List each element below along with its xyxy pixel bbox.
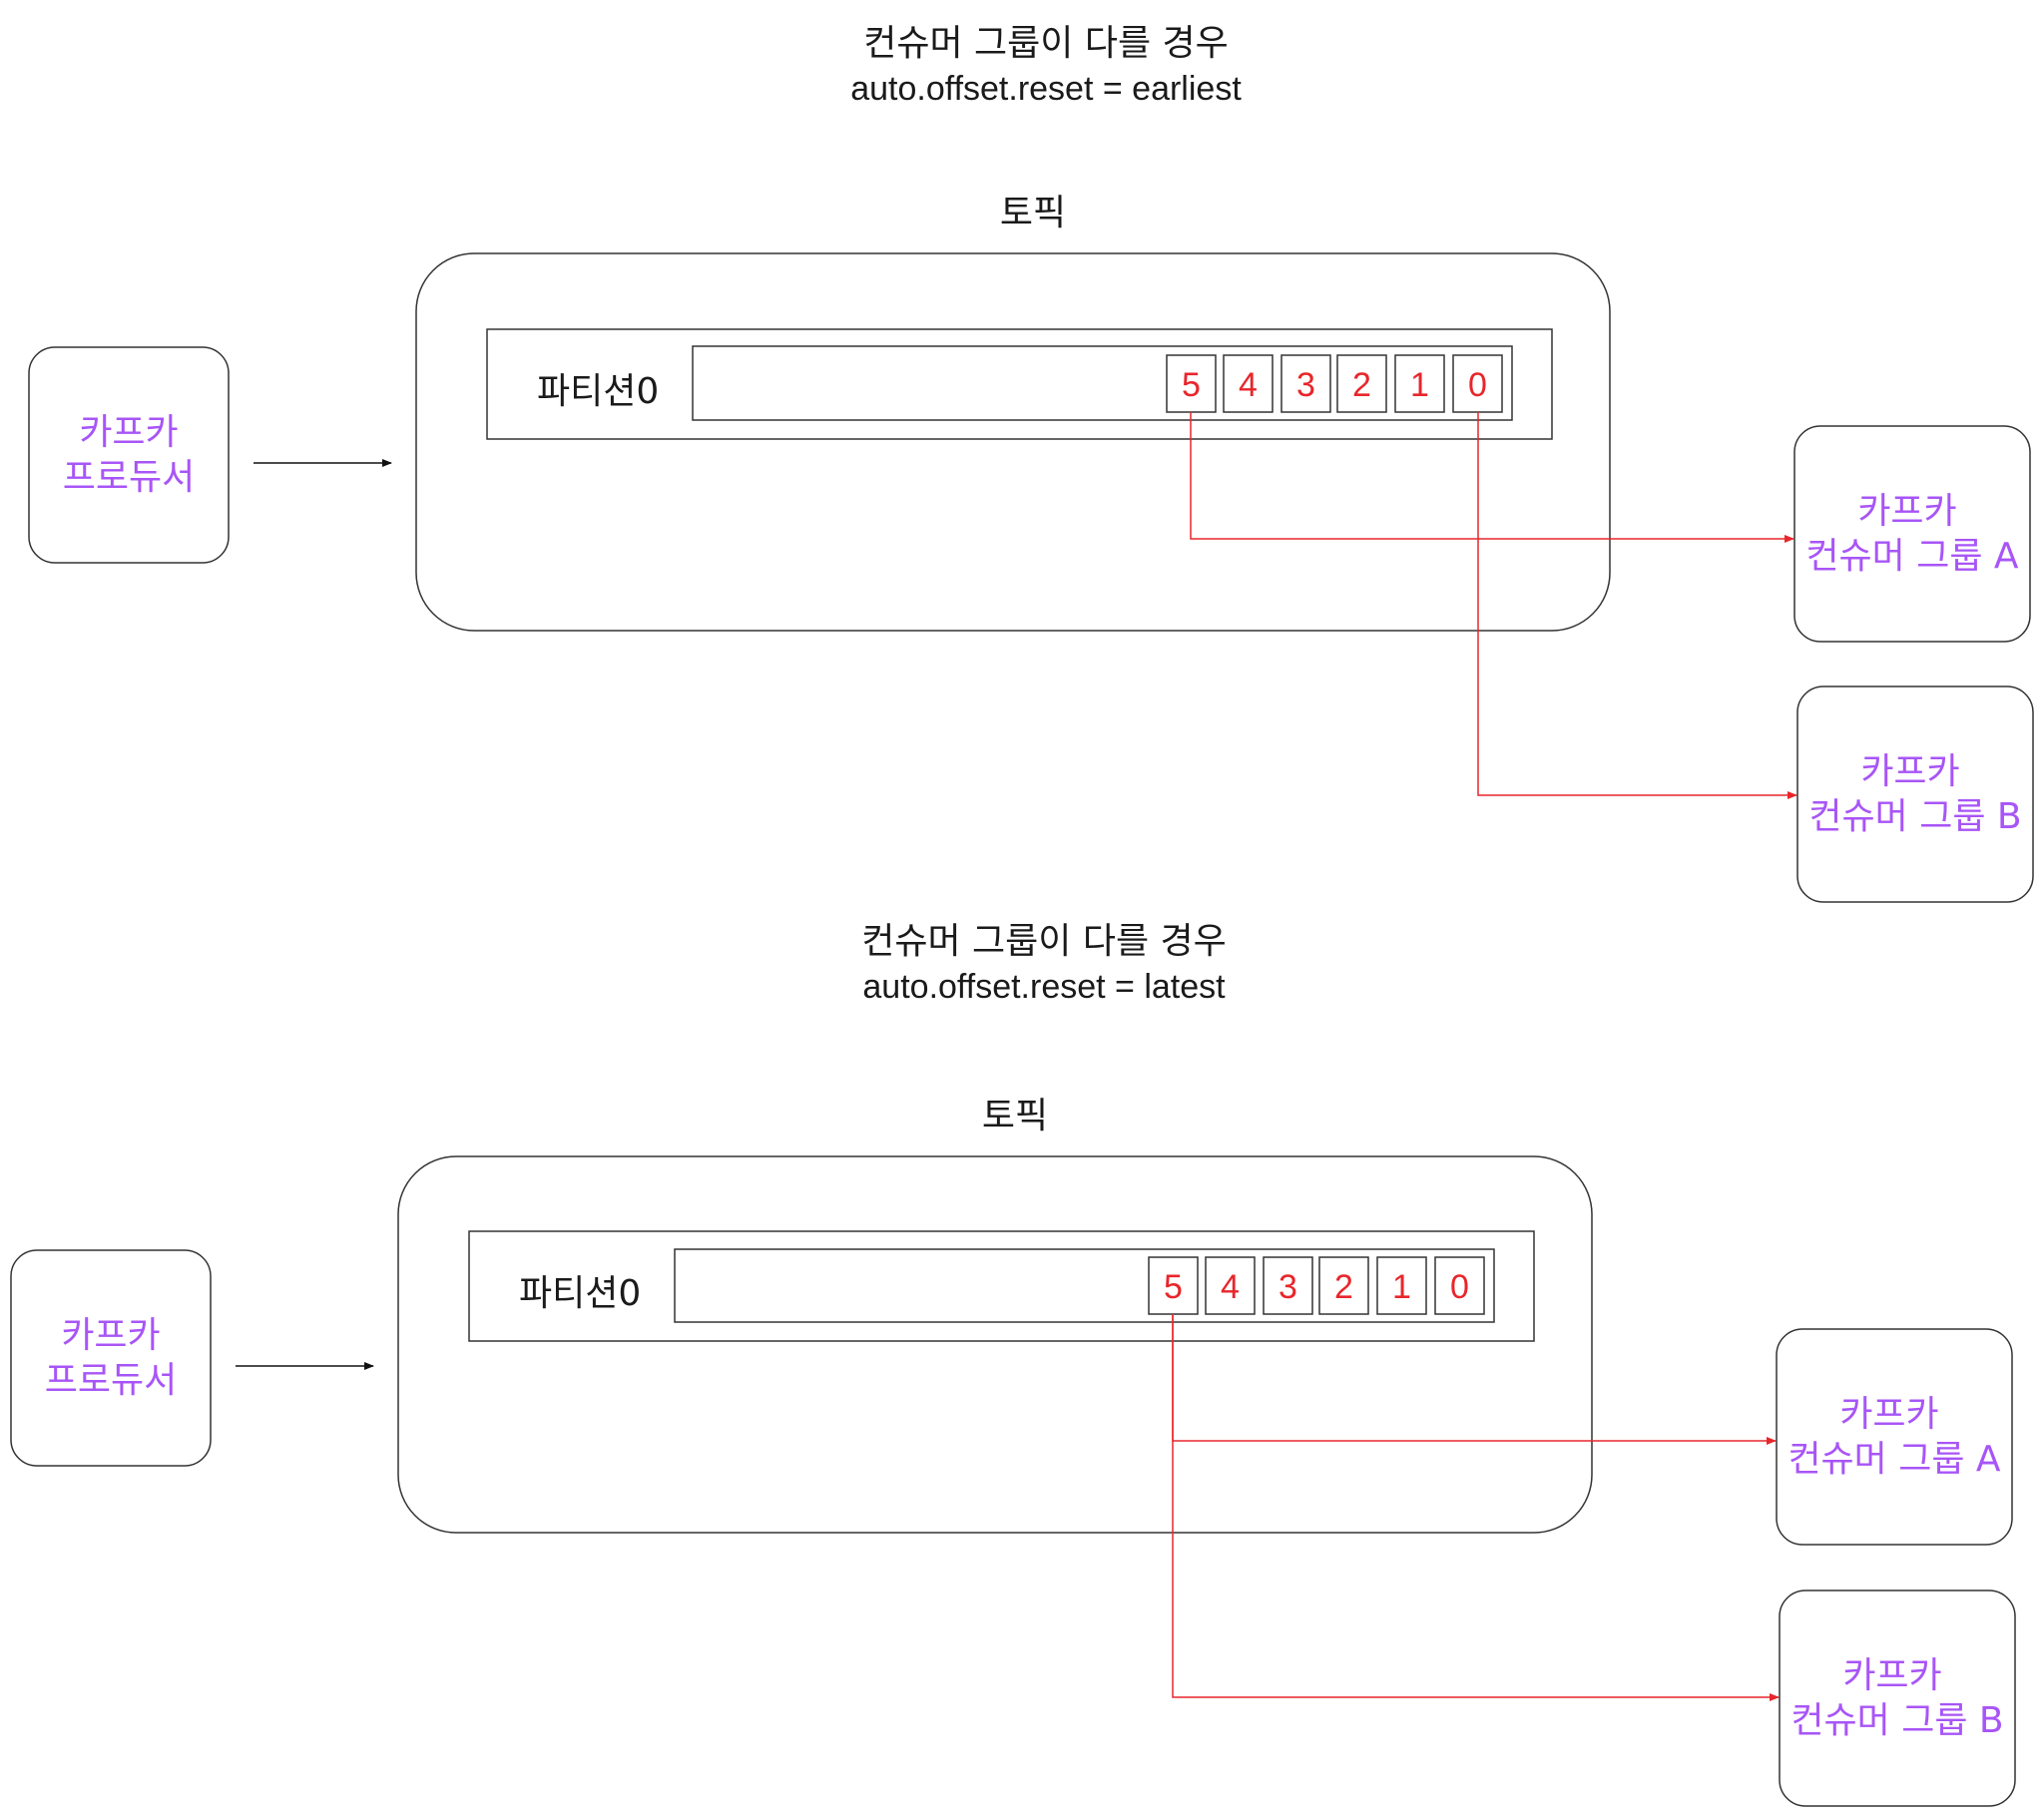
section-earliest: 컨슈머 그룹이 다를 경우 auto.offset.reset = earlie…: [28, 23, 2034, 903]
producer-label-line1: 카프카: [79, 412, 178, 453]
offset-value: 2: [1334, 1268, 1353, 1306]
offset-cell-1[interactable]: 1: [1376, 1256, 1427, 1315]
offset-value: 1: [1410, 366, 1429, 404]
offset-value: 0: [1468, 366, 1487, 404]
offset-value: 3: [1278, 1268, 1297, 1306]
section-title: 컨슈머 그룹이 다를 경우: [861, 921, 1227, 962]
offset-cell-2[interactable]: 2: [1336, 354, 1387, 413]
producer-box[interactable]: [10, 1249, 212, 1467]
consumer-a-label-line2: 컨슈머 그룹 A: [1805, 536, 2018, 577]
section-subtitle: auto.offset.reset = earliest: [850, 70, 1242, 108]
consumer-b-label-line1: 카프카: [1842, 1655, 1941, 1696]
consumer-a-connector: [1190, 412, 1794, 543]
consumer-b-connector: [1477, 412, 1797, 799]
section-title: 컨슈머 그룹이 다를 경우: [863, 23, 1229, 64]
offset-value: 2: [1352, 366, 1371, 404]
consumer-group-b-box[interactable]: [1779, 1590, 2016, 1807]
offset-cell-2[interactable]: 2: [1318, 1256, 1369, 1315]
partition-log: [674, 1248, 1495, 1323]
offset-value: 4: [1239, 366, 1258, 404]
consumer-a-label-line1: 카프카: [1839, 1394, 1938, 1435]
offset-value: 3: [1296, 366, 1315, 404]
partition-log: [692, 345, 1513, 421]
offset-cell-0[interactable]: 0: [1452, 354, 1503, 413]
producer-label-line2: 프로듀서: [63, 457, 195, 498]
offset-value: 1: [1392, 1268, 1411, 1306]
offset-cell-3[interactable]: 3: [1280, 354, 1331, 413]
producer-label-line2: 프로듀서: [45, 1360, 177, 1401]
offset-cell-0[interactable]: 0: [1434, 1256, 1485, 1315]
topic-label: 토픽: [982, 1096, 1048, 1136]
offset-value: 5: [1182, 366, 1201, 404]
offset-cell-5[interactable]: 5: [1166, 354, 1217, 413]
offset-cell-5[interactable]: 5: [1148, 1256, 1199, 1315]
offset-cell-1[interactable]: 1: [1394, 354, 1445, 413]
section-subtitle: auto.offset.reset = latest: [862, 968, 1226, 1006]
consumer-a-label-line2: 컨슈머 그룹 A: [1788, 1439, 2000, 1480]
offset-value: 4: [1221, 1268, 1240, 1306]
consumer-a-label-line1: 카프카: [1857, 491, 1956, 532]
consumer-group-b-box[interactable]: [1796, 685, 2034, 903]
offset-value: 0: [1450, 1268, 1469, 1306]
consumer-group-a-box[interactable]: [1776, 1328, 2013, 1546]
offset-cell-3[interactable]: 3: [1263, 1256, 1313, 1315]
offset-cell-4[interactable]: 4: [1223, 354, 1274, 413]
partition-label: 파티션0: [537, 371, 659, 412]
consumer-group-a-box[interactable]: [1793, 425, 2031, 643]
topic-label: 토픽: [1000, 193, 1066, 233]
topic-box[interactable]: [397, 1155, 1593, 1534]
producer-box[interactable]: [28, 346, 230, 564]
consumer-b-connector: [1172, 1314, 1780, 1701]
consumer-b-label-line2: 컨슈머 그룹 B: [1790, 1700, 2003, 1741]
consumer-b-label-line1: 카프카: [1860, 751, 1959, 792]
offset-value: 5: [1164, 1268, 1183, 1306]
offset-cell-4[interactable]: 4: [1205, 1256, 1256, 1315]
producer-label-line1: 카프카: [61, 1315, 160, 1356]
consumer-b-label-line2: 컨슈머 그룹 B: [1808, 796, 2021, 837]
topic-box[interactable]: [415, 252, 1611, 632]
section-latest: 컨슈머 그룹이 다를 경우 auto.offset.reset = latest…: [10, 921, 2016, 1807]
partition-label: 파티션0: [519, 1273, 641, 1314]
